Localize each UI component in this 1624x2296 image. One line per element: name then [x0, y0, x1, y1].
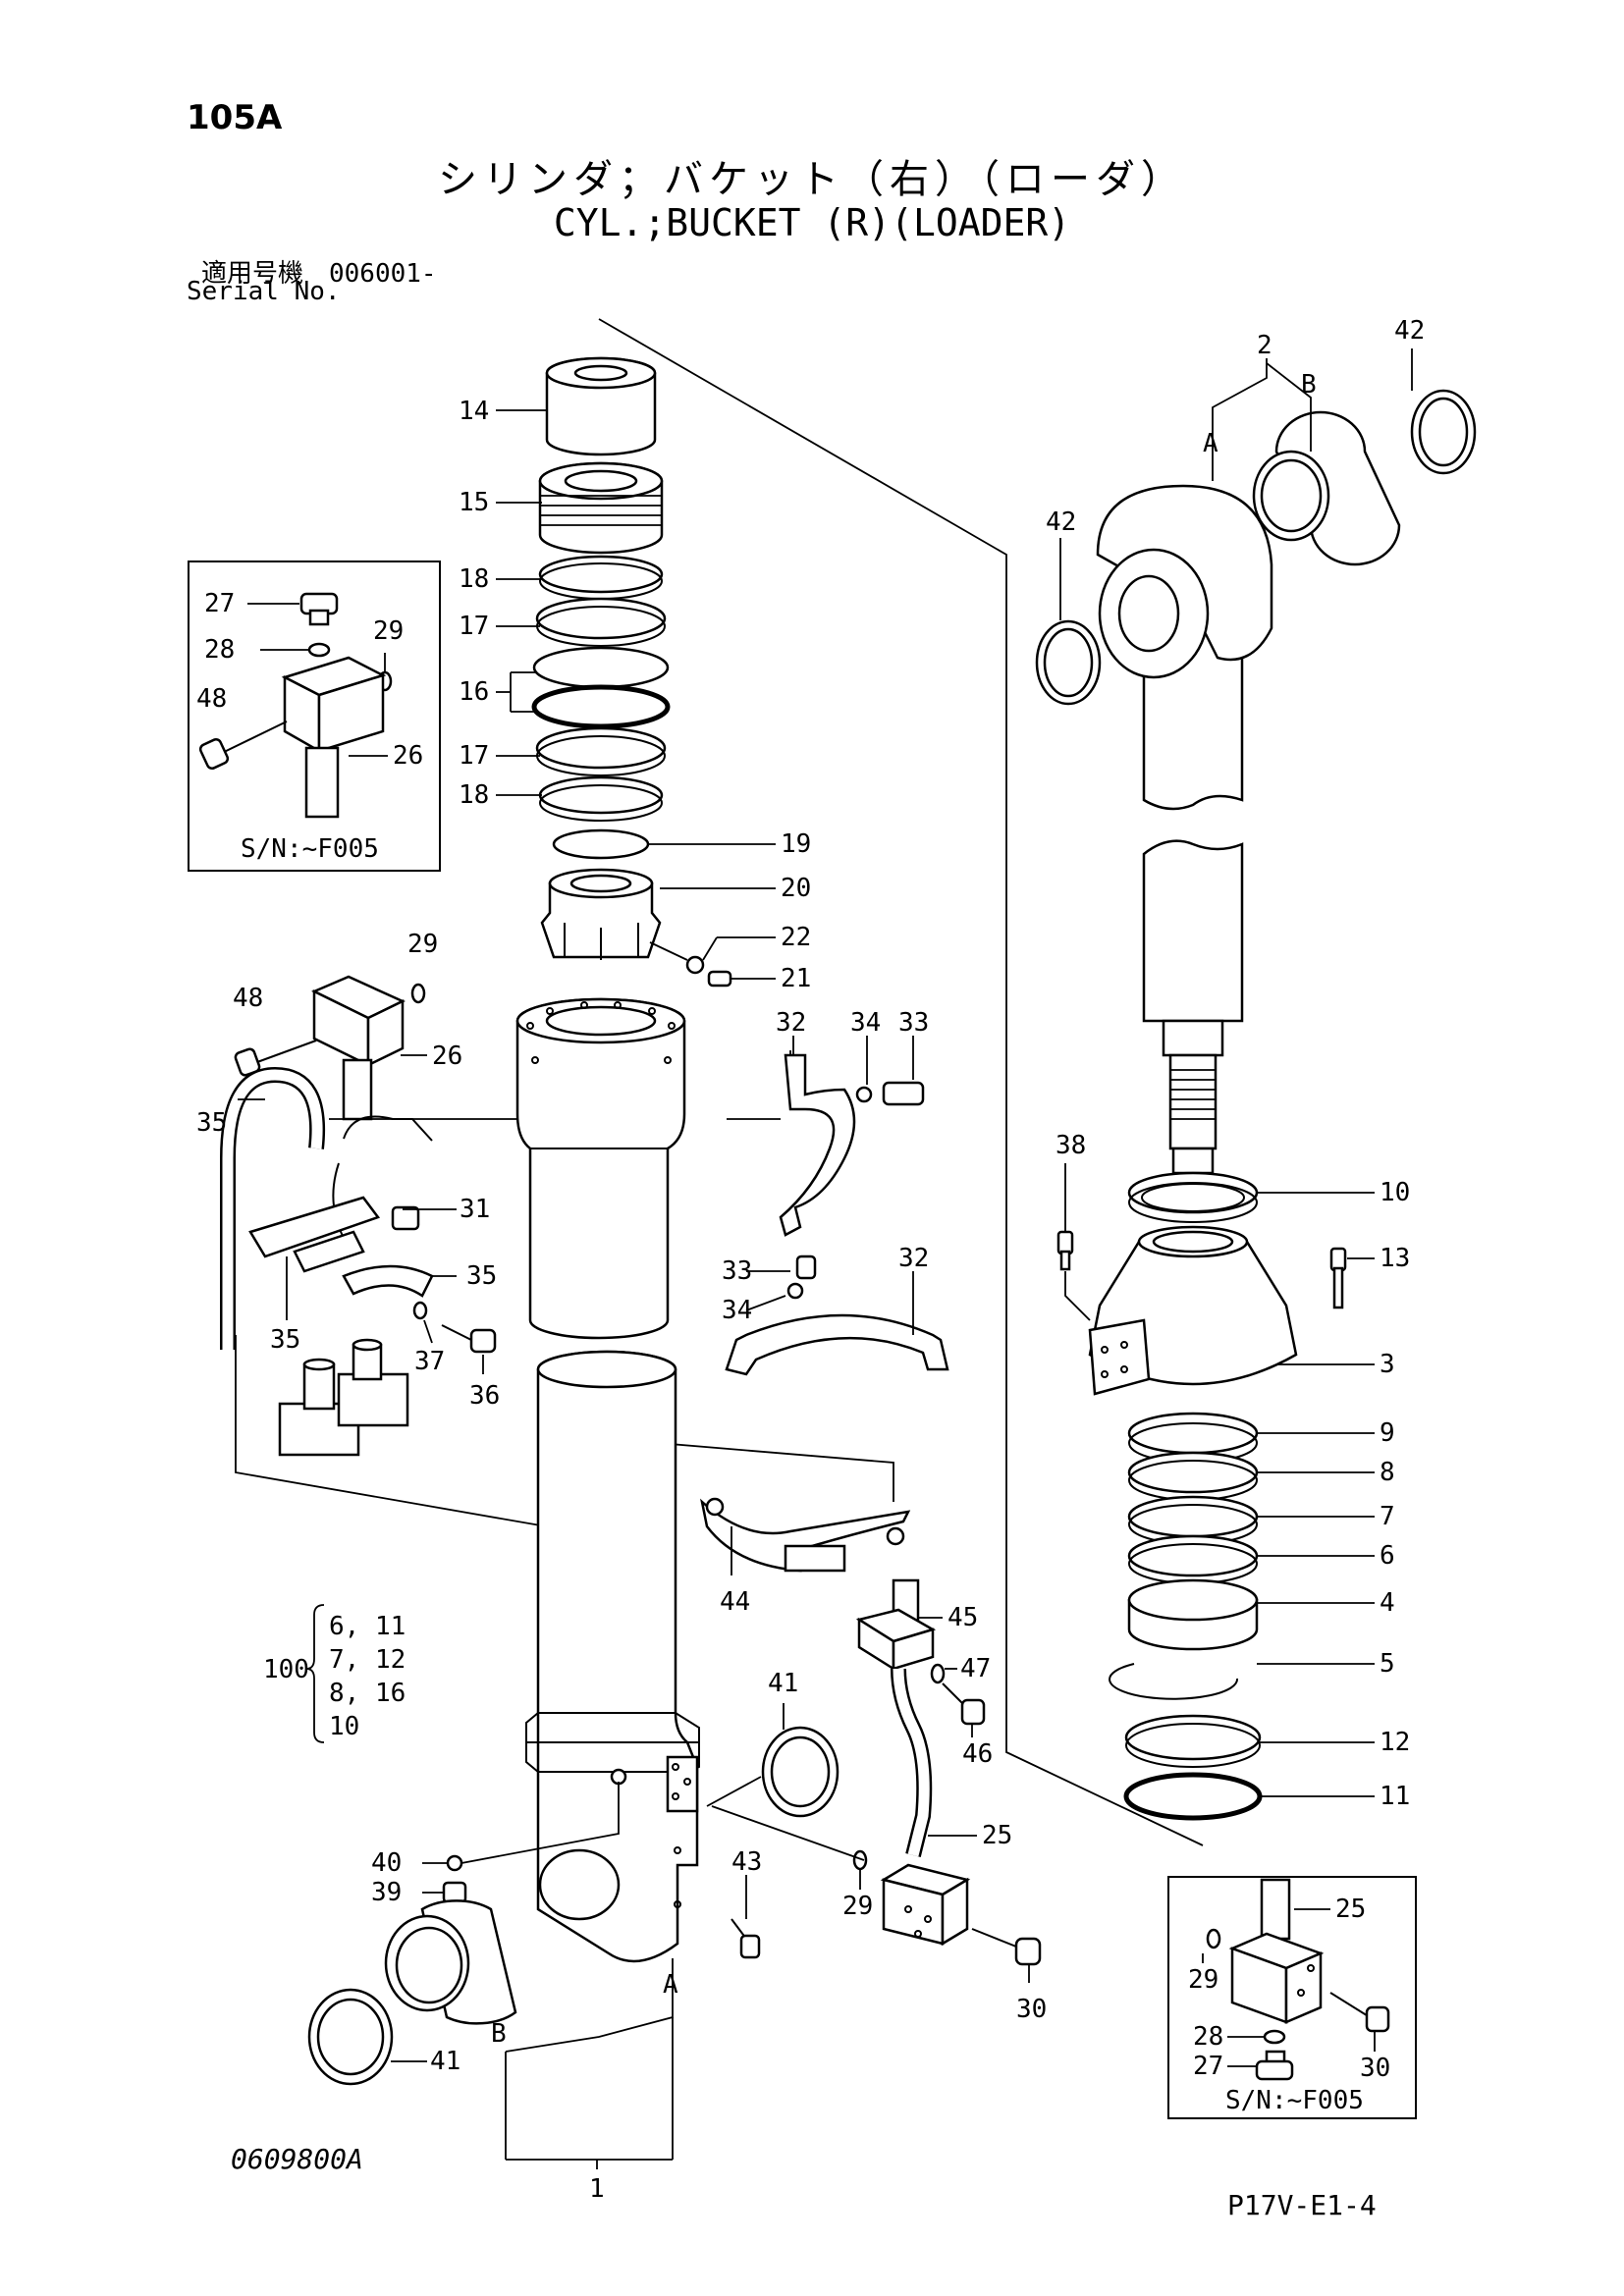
piston-rod-assembly: 2 A B 42 42 — [1035, 316, 1477, 1175]
callout-32-lower: 32 — [898, 1244, 929, 1273]
callout-A-rod: A — [1203, 429, 1218, 458]
callout-7: 7 — [1380, 1502, 1395, 1531]
callout-A-tube: A — [663, 1970, 678, 2000]
callout-35a: 35 — [196, 1108, 227, 1138]
callout-B-rod: B — [1301, 370, 1317, 400]
inset-caption-top-left: S/N:~F005 — [241, 834, 379, 864]
callout-42-left: 42 — [1046, 507, 1076, 537]
inset-box-top-left: 27 28 29 48 26 S/N:~F005 — [188, 561, 441, 872]
kit-item: 8, 16 — [329, 1679, 406, 1708]
callout-26: 26 — [393, 741, 423, 771]
kit-item: 10 — [329, 1712, 359, 1741]
callout-31: 31 — [460, 1195, 490, 1224]
serial-label-english: Serial No. — [187, 277, 341, 306]
callout-17b: 17 — [459, 741, 489, 771]
callout-13: 13 — [1380, 1244, 1410, 1273]
inset-box-bottom-right: 25 29 28 27 30 S/N:~F005 — [1167, 1876, 1417, 2119]
callout-18: 18 — [459, 564, 489, 594]
callout-33-lower: 33 — [722, 1256, 752, 1286]
callout-40: 40 — [371, 1848, 402, 1878]
callout-29-mid: 29 — [407, 930, 438, 959]
kit-number: 100 — [263, 1655, 309, 1684]
callout-47: 47 — [960, 1654, 991, 1683]
callout-19: 19 — [781, 829, 811, 859]
callout-18b: 18 — [459, 780, 489, 810]
callout-43: 43 — [731, 1847, 762, 1877]
callout-36: 36 — [469, 1381, 500, 1411]
callout-30-inset: 30 — [1360, 2054, 1390, 2083]
callout-3: 3 — [1380, 1350, 1395, 1379]
callout-21: 21 — [781, 964, 811, 993]
clamp-assembly: 32 34 33 33 34 32 — [722, 1008, 949, 1376]
callout-8: 8 — [1380, 1458, 1395, 1487]
callout-14: 14 — [459, 397, 489, 426]
title-japanese: シリンダ；バケット（右）（ローダ） — [438, 157, 1186, 202]
serial-label-japanese: 適用号機 006001- — [201, 259, 437, 289]
callout-41-upper: 41 — [768, 1669, 798, 1698]
callout-44: 44 — [720, 1587, 750, 1617]
callout-22: 22 — [781, 923, 811, 952]
seal-kit-group: 100 6, 11 7, 12 8, 16 10 — [263, 1604, 406, 1743]
callout-39: 39 — [371, 1878, 402, 1907]
gland-seal-stack: 14 15 18 17 16 17 18 19 20 22 21 — [459, 356, 811, 993]
callout-28-inset: 28 — [1193, 2022, 1223, 2052]
callout-48: 48 — [196, 684, 227, 714]
callout-10: 10 — [1380, 1178, 1410, 1207]
kit-item: 7, 12 — [329, 1645, 406, 1675]
callout-25-inset: 25 — [1335, 1895, 1366, 1924]
callout-17: 17 — [459, 612, 489, 641]
callout-42-right: 42 — [1394, 316, 1425, 346]
callout-2: 2 — [1257, 331, 1272, 360]
piston-seal-stack: 38 10 13 3 9 8 7 6 4 5 12 11 — [1056, 1131, 1410, 1821]
callout-26-mid: 26 — [432, 1041, 462, 1071]
callout-29-inset: 29 — [1188, 1965, 1218, 1995]
title-english: CYL.;BUCKET (R)(LOADER) — [553, 201, 1071, 244]
callout-4: 4 — [1380, 1588, 1395, 1618]
callout-B-tube: B — [491, 2019, 507, 2049]
cylinder-head-and-tube: 40 39 A B 1 — [371, 997, 700, 2204]
inset-caption-bottom-right: S/N:~F005 — [1225, 2086, 1364, 2115]
callout-41-lower: 41 — [430, 2047, 460, 2076]
page-number: 105A — [187, 98, 283, 137]
hose-block-assembly: 29 48 26 35 31 35 35 37 36 — [196, 930, 530, 1457]
callout-35c: 35 — [270, 1325, 300, 1355]
callout-29: 29 — [373, 616, 404, 646]
callout-46: 46 — [962, 1739, 993, 1769]
callout-37: 37 — [414, 1347, 445, 1376]
callout-34-upper: 34 — [850, 1008, 881, 1038]
callout-28: 28 — [204, 635, 235, 665]
callout-15: 15 — [459, 488, 489, 517]
callout-11: 11 — [1380, 1782, 1410, 1811]
drawing-number: 0609800A — [231, 2143, 363, 2175]
callout-27-inset: 27 — [1193, 2052, 1223, 2081]
callout-12: 12 — [1380, 1728, 1410, 1757]
callout-32-upper: 32 — [776, 1008, 806, 1038]
callout-33-upper: 33 — [898, 1008, 929, 1038]
callout-25: 25 — [982, 1821, 1012, 1850]
callout-48-mid: 48 — [233, 984, 263, 1013]
callout-45: 45 — [947, 1603, 978, 1632]
callout-34-lower: 34 — [722, 1296, 752, 1325]
sheet-number: P17V-E1-4 — [1227, 2189, 1377, 2221]
callout-27: 27 — [204, 589, 235, 618]
callout-5: 5 — [1380, 1649, 1395, 1679]
callout-20: 20 — [781, 874, 811, 903]
callout-35b: 35 — [466, 1261, 497, 1291]
pipe-assembly: 44 45 47 46 25 29 30 43 — [700, 1497, 1047, 2024]
callout-38: 38 — [1056, 1131, 1086, 1160]
kit-item: 6, 11 — [329, 1612, 406, 1641]
callout-29-pipe: 29 — [842, 1892, 873, 1921]
callout-30: 30 — [1016, 1995, 1047, 2024]
callout-16: 16 — [459, 677, 489, 707]
callout-1: 1 — [589, 2174, 605, 2204]
callout-9: 9 — [1380, 1418, 1395, 1448]
bushing-and-seal-lower: 41 41 — [307, 1669, 839, 2086]
callout-6: 6 — [1380, 1541, 1395, 1571]
